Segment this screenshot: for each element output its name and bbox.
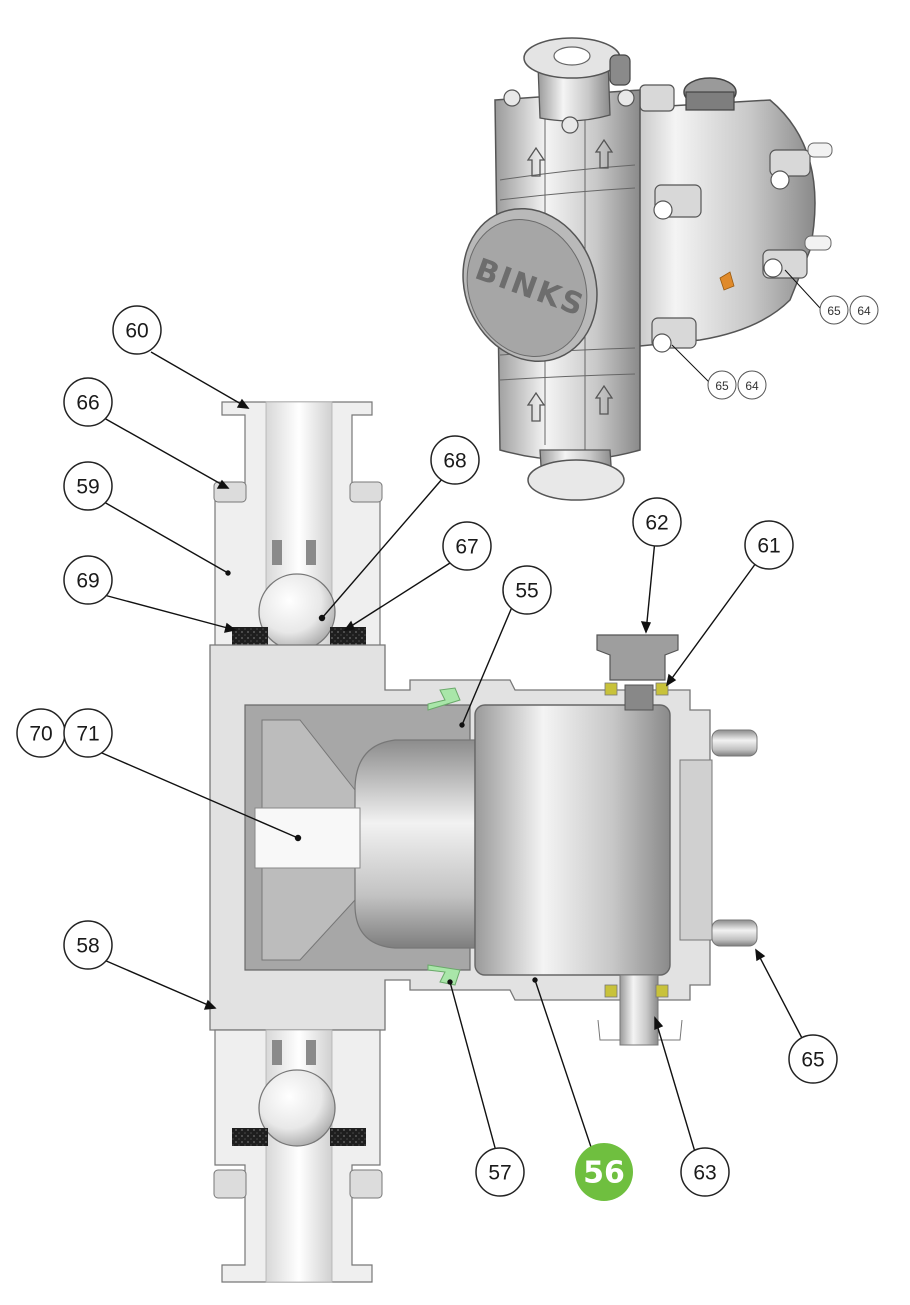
section-view [209,401,758,1283]
svg-text:65: 65 [827,304,841,318]
callout-56-highlight: 56 [575,1143,633,1201]
isometric-pump-view: BINKS [462,37,833,501]
callout-67: 67 [442,521,492,571]
top-gasket-left [232,627,268,645]
svg-text:64: 64 [745,379,759,393]
svg-text:65: 65 [715,379,729,393]
callout-57: 57 [475,1147,525,1197]
seal-57 [427,964,461,986]
svg-text:61: 61 [757,535,780,558]
svg-text:59: 59 [76,476,99,499]
seal-61-left [604,682,618,696]
callout-66: 66 [63,377,113,427]
bottom-check-ball [258,1069,336,1147]
bottom-gasket-left [232,1128,268,1146]
svg-text:62: 62 [645,512,668,535]
callout-69: 69 [63,555,113,605]
callout-70: 70 [16,708,66,758]
svg-text:58: 58 [76,935,99,958]
callout-58: 58 [63,920,113,970]
svg-text:63: 63 [693,1162,716,1185]
callout-65: 65 [788,1034,838,1084]
callout-71: 71 [63,708,113,758]
svg-text:56: 56 [583,1156,625,1191]
svg-text:64: 64 [857,304,871,318]
leader-lines [94,269,821,1156]
top-gasket-right [330,627,366,645]
callout-62: 62 [632,497,682,547]
callout-layer: 60 66 59 68 67 69 55 62 61 70 71 58 65 5… [16,295,879,1201]
seal-61-right [655,682,669,696]
svg-text:67: 67 [455,536,478,559]
callout-55: 55 [502,565,552,615]
svg-text:69: 69 [76,570,99,593]
svg-text:57: 57 [488,1162,511,1185]
callout-59: 59 [63,461,113,511]
iso-callout-upper: 65 64 [819,295,879,325]
callout-61: 61 [744,520,794,570]
plug-62 [596,634,679,681]
callout-60: 60 [112,305,162,355]
svg-text:65: 65 [801,1049,824,1072]
center-shaft [254,807,361,869]
svg-text:66: 66 [76,392,99,415]
svg-text:70: 70 [29,723,52,746]
diaphragm-dome [354,739,476,949]
svg-text:55: 55 [515,580,538,603]
svg-text:68: 68 [443,450,466,473]
svg-text:60: 60 [125,320,148,343]
callout-68: 68 [430,435,480,485]
top-check-ball [258,573,336,651]
iso-callout-lower: 65 64 [707,370,767,400]
main-cylinder [474,704,671,976]
svg-text:71: 71 [76,723,99,746]
callout-63: 63 [680,1147,730,1197]
port-63 [619,974,659,1046]
seal-55 [427,687,461,711]
bottom-gasket-right [330,1128,366,1146]
